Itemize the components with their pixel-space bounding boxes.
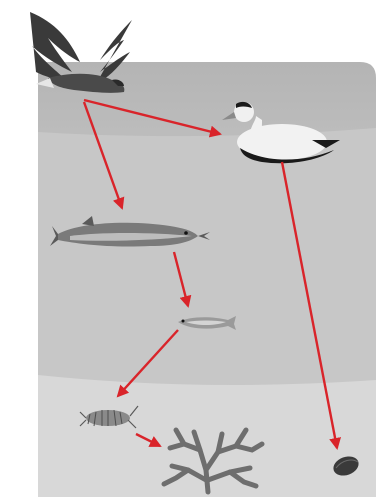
arrow-isopod-to-algae	[135, 432, 162, 448]
arrow-stickleback-to-isopod	[116, 329, 179, 398]
eagle-icon	[30, 12, 132, 93]
arrow-layer	[82, 98, 342, 450]
background-panel	[38, 62, 376, 497]
bladderwrack-icon	[161, 427, 265, 495]
isopod-icon	[79, 405, 139, 429]
arrow-pike-to-stickleback	[172, 251, 192, 308]
mussel-icon	[333, 456, 359, 476]
arrow-eider-to-mussel	[280, 161, 342, 450]
arrow-eagle-to-eider	[83, 98, 222, 138]
pike-icon	[50, 216, 210, 247]
stickleback-icon	[178, 316, 236, 330]
eider-duck-icon	[222, 101, 340, 164]
seabed-area	[38, 375, 376, 497]
arrow-eagle-to-pike	[82, 101, 125, 210]
